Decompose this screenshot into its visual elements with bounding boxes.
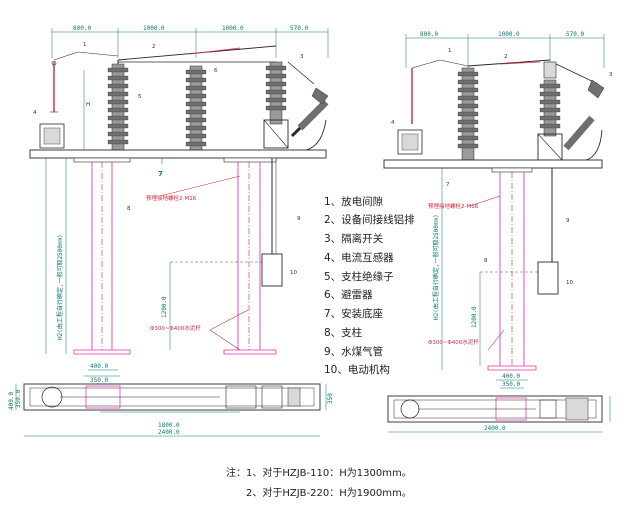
- left-dim-top-1: 800.0: [73, 25, 91, 32]
- left-h2-note: H2(由工程自行确定,一般可取2500mm): [56, 234, 64, 340]
- right-part-number-2: 2: [504, 54, 508, 60]
- mounting-base: [29, 149, 327, 159]
- right-isolating-switch: [537, 61, 605, 161]
- right-plan-dim-2: 350.0: [502, 381, 520, 388]
- support-insulator-left: [107, 60, 129, 153]
- legend-item-2: 2、设备间接线铝排: [324, 213, 415, 226]
- right-plan-view: [387, 379, 611, 433]
- right-part-number-4: 4: [391, 120, 395, 126]
- legend-item-10: 10、电动机构: [324, 363, 390, 376]
- left-part-number-3: 3: [300, 54, 304, 60]
- left-part-number-1: 1: [83, 42, 87, 48]
- legend-item-3: 3、隔离开关: [324, 232, 384, 245]
- left-part-number-6: 6: [214, 68, 218, 74]
- parts-legend: 1、放电间隙 2、设备间接线铝排 3、隔离开关 4、电流互感器 5、支柱绝缘子 …: [324, 195, 415, 376]
- left-part-number-8: 8: [127, 206, 131, 212]
- right-plan-dim-1: 400.0: [502, 373, 520, 380]
- legend-item-4: 4、电流互感器: [324, 251, 394, 264]
- legend-item-1: 1、放电间隙: [324, 195, 384, 208]
- left-plan-dim-3: 1800.0: [158, 422, 180, 429]
- right-part-number-10: 10: [566, 280, 573, 286]
- right-part-number-8: 8: [484, 258, 488, 264]
- left-part-number-7: 7: [158, 170, 163, 178]
- right-ground-bolt-label: 预埋接地螺栓2-M16: [428, 202, 479, 210]
- left-dim-top-2: 1000.0: [143, 25, 165, 32]
- left-plan-dim-6: 350.0: [15, 390, 22, 408]
- note-line-1: 注：1、对于HZJB-110：H为1300mm。: [226, 466, 412, 479]
- left-dim-top-3: 1000.0: [222, 25, 244, 32]
- right-part-number-3: 3: [609, 72, 613, 78]
- right-part-number-7: 7: [446, 182, 450, 188]
- left-plan-dim-7: 350: [327, 393, 334, 404]
- left-h-label: H: [86, 102, 90, 108]
- right-dim-top-2: 1000.0: [498, 31, 520, 38]
- left-part-number-5: 5: [138, 94, 142, 100]
- left-plan-view: [15, 369, 327, 437]
- left-height-label: 1200.0: [161, 296, 168, 318]
- left-elevation-view: 800.0 1000.0 1000.0 570.0: [29, 25, 329, 355]
- left-plan-dim-5: 400.0: [8, 392, 15, 410]
- right-concrete-pole-label: Φ300~Φ400水泥杆: [428, 338, 479, 346]
- left-ground-bolt-label: 预埋接地螺栓2-M16: [146, 194, 197, 202]
- right-elevation-view: [383, 34, 605, 371]
- left-plan-dim-4: 2400.0: [158, 429, 180, 436]
- right-part-number-9: 9: [566, 218, 570, 224]
- right-dim-top-1: 800.0: [420, 31, 438, 38]
- right-h2-note: H2(由工程自行确定,一般可取2500mm): [432, 214, 440, 320]
- left-part-number-4: 4: [33, 110, 37, 116]
- motor-mechanism: [261, 253, 283, 287]
- legend-item-9: 9、水煤气管: [324, 345, 383, 358]
- left-concrete-pole-label: Φ300~Φ400水泥杆: [150, 324, 201, 332]
- right-height-label: 1200.0: [471, 306, 478, 328]
- right-column: [487, 167, 537, 371]
- right-mounting-base: [383, 159, 603, 169]
- legend-item-8: 8、支柱: [324, 326, 363, 339]
- left-part-number-2: 2: [152, 44, 156, 50]
- left-plan-dim-1: 400.0: [90, 363, 108, 370]
- isolating-switch: [263, 61, 329, 149]
- right-motor-mechanism: [537, 261, 559, 295]
- legend-item-7: 7、安装底座: [324, 307, 383, 320]
- right-dim-top-3: 570.0: [566, 31, 584, 38]
- legend-item-5: 5、支柱绝缘子: [324, 270, 394, 283]
- note-line-2: 2、对于HZJB-220：H为1900mm。: [246, 486, 412, 499]
- left-part-number-10: 10: [290, 270, 297, 276]
- right-plan-dim-3: 2400.0: [484, 425, 506, 432]
- left-plan-dim-2: 350.0: [90, 377, 108, 384]
- right-support-insulator: [457, 67, 479, 161]
- left-dim-top-4: 570.0: [290, 25, 308, 32]
- right-part-number-1: 1: [448, 48, 452, 54]
- left-column: [73, 157, 131, 355]
- lightning-arrester: [185, 65, 207, 153]
- left-part-number-9: 9: [297, 216, 301, 222]
- legend-item-6: 6、避雷器: [324, 288, 373, 301]
